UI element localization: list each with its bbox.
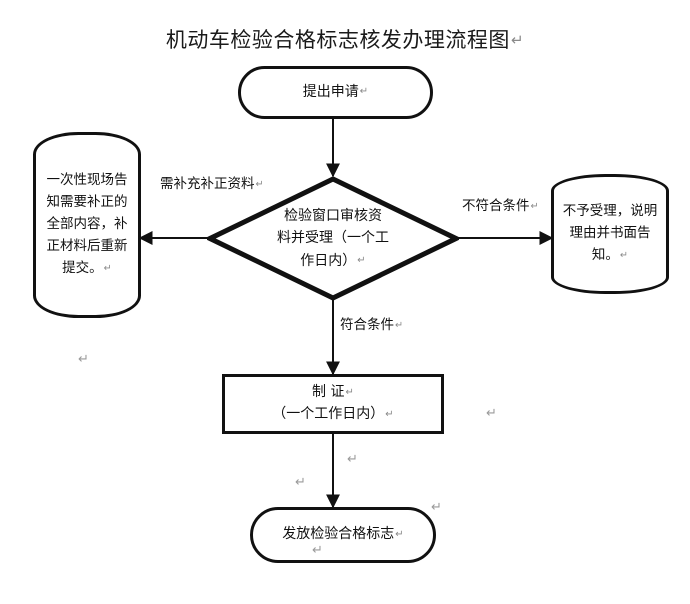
node-end-issue-mark[interactable]: 发放检验合格标志↵ bbox=[250, 507, 436, 563]
node-end-line-1: 发放检验合格标志↵ bbox=[282, 526, 404, 543]
edge-label-qualified-text: 符合条件 bbox=[340, 317, 394, 333]
node-right-line-1: 不予受理，说明 bbox=[562, 203, 658, 220]
node-process-line-2: （一个工作日内）↵ bbox=[272, 406, 394, 422]
node-start[interactable]: 提出申请↵ bbox=[238, 66, 433, 119]
node-left-line-4: 正材料后重新 bbox=[46, 237, 128, 254]
node-right-line-3: 知。↵ bbox=[591, 246, 629, 263]
node-left-line-3: 全部内容，补 bbox=[46, 216, 128, 233]
node-left-line-5: 提交。↵ bbox=[62, 259, 112, 276]
paragraph-mark-icon: ↵ bbox=[359, 86, 369, 98]
paragraph-mark-icon: ↵ bbox=[619, 249, 629, 261]
edge-label-not-qualified: 不符合条件↵ bbox=[462, 194, 539, 214]
node-decision[interactable]: 检验窗口审核资 料并受理（一个工 作日内）↵ bbox=[207, 176, 459, 301]
node-start-line-1: 提出申请↵ bbox=[302, 83, 369, 100]
edge-label-qualified: 符合条件↵ bbox=[340, 313, 403, 333]
paragraph-mark-icon: ↵ bbox=[510, 31, 525, 50]
paragraph-mark-icon: ↵ bbox=[345, 387, 354, 399]
page-title: 机动车检验合格标志核发办理流程图↵ bbox=[0, 24, 690, 54]
paragraph-mark-icon: ↵ bbox=[255, 178, 264, 190]
paragraph-mark-icon: ↵ bbox=[530, 200, 539, 212]
paragraph-mark-icon-right-of-process: ↵ bbox=[486, 406, 497, 421]
node-left-correction[interactable]: 一次性现场告 知需要补正的 全部内容，补 正材料后重新 提交。↵ bbox=[33, 132, 141, 318]
node-process-line-1: 制 证↵ bbox=[312, 384, 354, 401]
paragraph-mark-icon: ↵ bbox=[385, 408, 394, 420]
paragraph-mark-icon-below-process-a: ↵ bbox=[347, 452, 358, 467]
node-left-line-2: 知需要补正的 bbox=[46, 194, 128, 211]
node-right-line-2: 理由并书面告 bbox=[569, 225, 651, 242]
paragraph-mark-icon: ↵ bbox=[395, 319, 404, 331]
node-right-rejection[interactable]: 不予受理，说明 理由并书面告 知。↵ bbox=[551, 174, 669, 294]
paragraph-mark-icon: ↵ bbox=[395, 528, 404, 540]
page-title-text: 机动车检验合格标志核发办理流程图 bbox=[165, 28, 510, 52]
paragraph-mark-icon-left-middle: ↵ bbox=[78, 352, 89, 367]
edge-label-need-supplement: 需补充补正资料↵ bbox=[160, 172, 264, 192]
edge-label-not-qualified-text: 不符合条件 bbox=[462, 198, 530, 214]
node-left-line-1: 一次性现场告 bbox=[46, 172, 128, 189]
node-process-make-certificate[interactable]: 制 证↵ （一个工作日内）↵ bbox=[222, 374, 444, 434]
edge-label-need-supplement-text: 需补充补正资料 bbox=[160, 176, 255, 192]
paragraph-mark-icon-inside-end: ↵ bbox=[312, 543, 323, 558]
paragraph-mark-icon-right-of-end: ↵ bbox=[431, 500, 442, 515]
paragraph-mark-icon: ↵ bbox=[103, 262, 112, 274]
diamond-shape bbox=[207, 176, 459, 301]
paragraph-mark-icon-below-process-b: ↵ bbox=[295, 475, 306, 490]
